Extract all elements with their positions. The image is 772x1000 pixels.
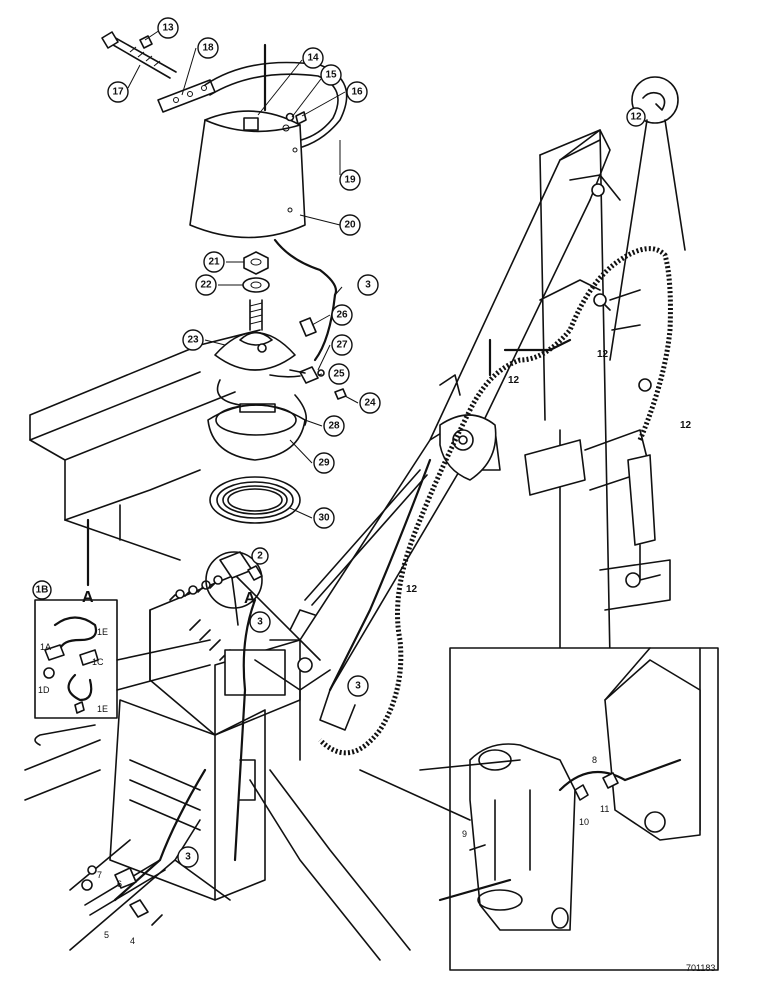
svg-text:21: 21 xyxy=(208,257,220,268)
svg-text:12: 12 xyxy=(630,112,642,123)
callout-22: 22 xyxy=(195,274,217,296)
callout-14: 14 xyxy=(302,47,324,69)
backhoe-boom xyxy=(269,129,621,731)
callout-3-switch: 3 xyxy=(249,611,271,633)
svg-text:19: 19 xyxy=(344,175,356,186)
svg-text:25: 25 xyxy=(333,369,345,380)
callout-21: 21 xyxy=(203,251,225,273)
svg-text:3: 3 xyxy=(365,280,371,291)
label-10: 10 xyxy=(579,817,589,827)
horn-assembly xyxy=(101,31,348,524)
label-9: 9 xyxy=(462,829,467,839)
leader-lines xyxy=(127,29,359,519)
callout-19: 19 xyxy=(339,169,361,191)
callout-26: 26 xyxy=(331,304,353,326)
label-1e-top: 1E xyxy=(97,627,108,637)
svg-text:16: 16 xyxy=(351,87,363,98)
coiled-cable-12 xyxy=(318,246,673,756)
terminal-detail-inset xyxy=(69,819,231,951)
svg-text:23: 23 xyxy=(187,335,199,346)
label-5: 5 xyxy=(104,930,109,940)
label-1d: 1D xyxy=(38,685,50,695)
svg-text:14: 14 xyxy=(307,53,319,64)
callout-28: 28 xyxy=(323,415,345,437)
callout-24: 24 xyxy=(359,392,381,414)
label-1a: 1A xyxy=(40,642,51,652)
callout-27: 27 xyxy=(331,334,353,356)
svg-text:1B: 1B xyxy=(36,585,49,596)
label-4: 4 xyxy=(130,936,135,946)
label-a-left: A xyxy=(82,589,94,606)
callout-15: 15 xyxy=(320,64,342,86)
control-valve-tower xyxy=(109,574,411,961)
svg-text:26: 26 xyxy=(336,310,348,321)
label-12-upper: 12 xyxy=(597,349,609,360)
label-11: 11 xyxy=(600,804,609,814)
cable-3 xyxy=(113,43,432,902)
callout-3-boom: 3 xyxy=(347,675,369,697)
clip-detail-12 xyxy=(609,76,686,361)
label-12-right: 12 xyxy=(680,420,692,431)
svg-text:28: 28 xyxy=(328,421,340,432)
svg-text:3: 3 xyxy=(185,852,191,863)
svg-text:18: 18 xyxy=(202,43,214,54)
callout-30: 30 xyxy=(313,507,335,529)
svg-text:3: 3 xyxy=(257,617,263,628)
label-7: 7 xyxy=(97,870,102,880)
svg-text:15: 15 xyxy=(325,70,337,81)
callout-2: 2 xyxy=(251,547,269,565)
label-1e-bottom: 1E xyxy=(97,704,108,714)
callout-25: 25 xyxy=(328,363,350,385)
label-1c: 1C xyxy=(92,657,104,667)
callout-16: 16 xyxy=(346,81,368,103)
svg-text:24: 24 xyxy=(364,398,376,409)
svg-text:2: 2 xyxy=(257,551,263,562)
wiring-harness-inset xyxy=(34,599,211,719)
callout-17: 17 xyxy=(107,81,129,103)
callout-29: 29 xyxy=(313,452,335,474)
loader-frame xyxy=(24,329,261,801)
label-a-right: A xyxy=(244,590,256,607)
callout-13: 13 xyxy=(157,17,179,39)
label-12-mid: 12 xyxy=(508,375,520,386)
label-6: 6 xyxy=(117,879,122,889)
callout-20: 20 xyxy=(339,214,361,236)
dipper-pin-detail-inset xyxy=(359,647,719,971)
callout-12-detail: 12 xyxy=(626,107,646,127)
label-8: 8 xyxy=(592,755,597,765)
callout-18: 18 xyxy=(197,37,219,59)
svg-text:17: 17 xyxy=(112,87,124,98)
svg-text:13: 13 xyxy=(162,23,174,34)
svg-text:27: 27 xyxy=(336,340,348,351)
callout-1b: 1B xyxy=(32,580,52,600)
svg-text:29: 29 xyxy=(318,458,330,469)
callout-3-valve: 3 xyxy=(177,846,199,868)
svg-text:3: 3 xyxy=(355,681,361,692)
callout-23: 23 xyxy=(182,329,204,351)
svg-text:22: 22 xyxy=(200,280,212,291)
svg-text:30: 30 xyxy=(318,513,330,524)
svg-text:20: 20 xyxy=(344,220,356,231)
label-12-lower: 12 xyxy=(406,584,418,595)
dipper-stick xyxy=(439,129,671,681)
horn-switch xyxy=(86,518,263,626)
callout-3-top: 3 xyxy=(357,274,379,296)
drawing-number: 701183 xyxy=(686,963,715,973)
